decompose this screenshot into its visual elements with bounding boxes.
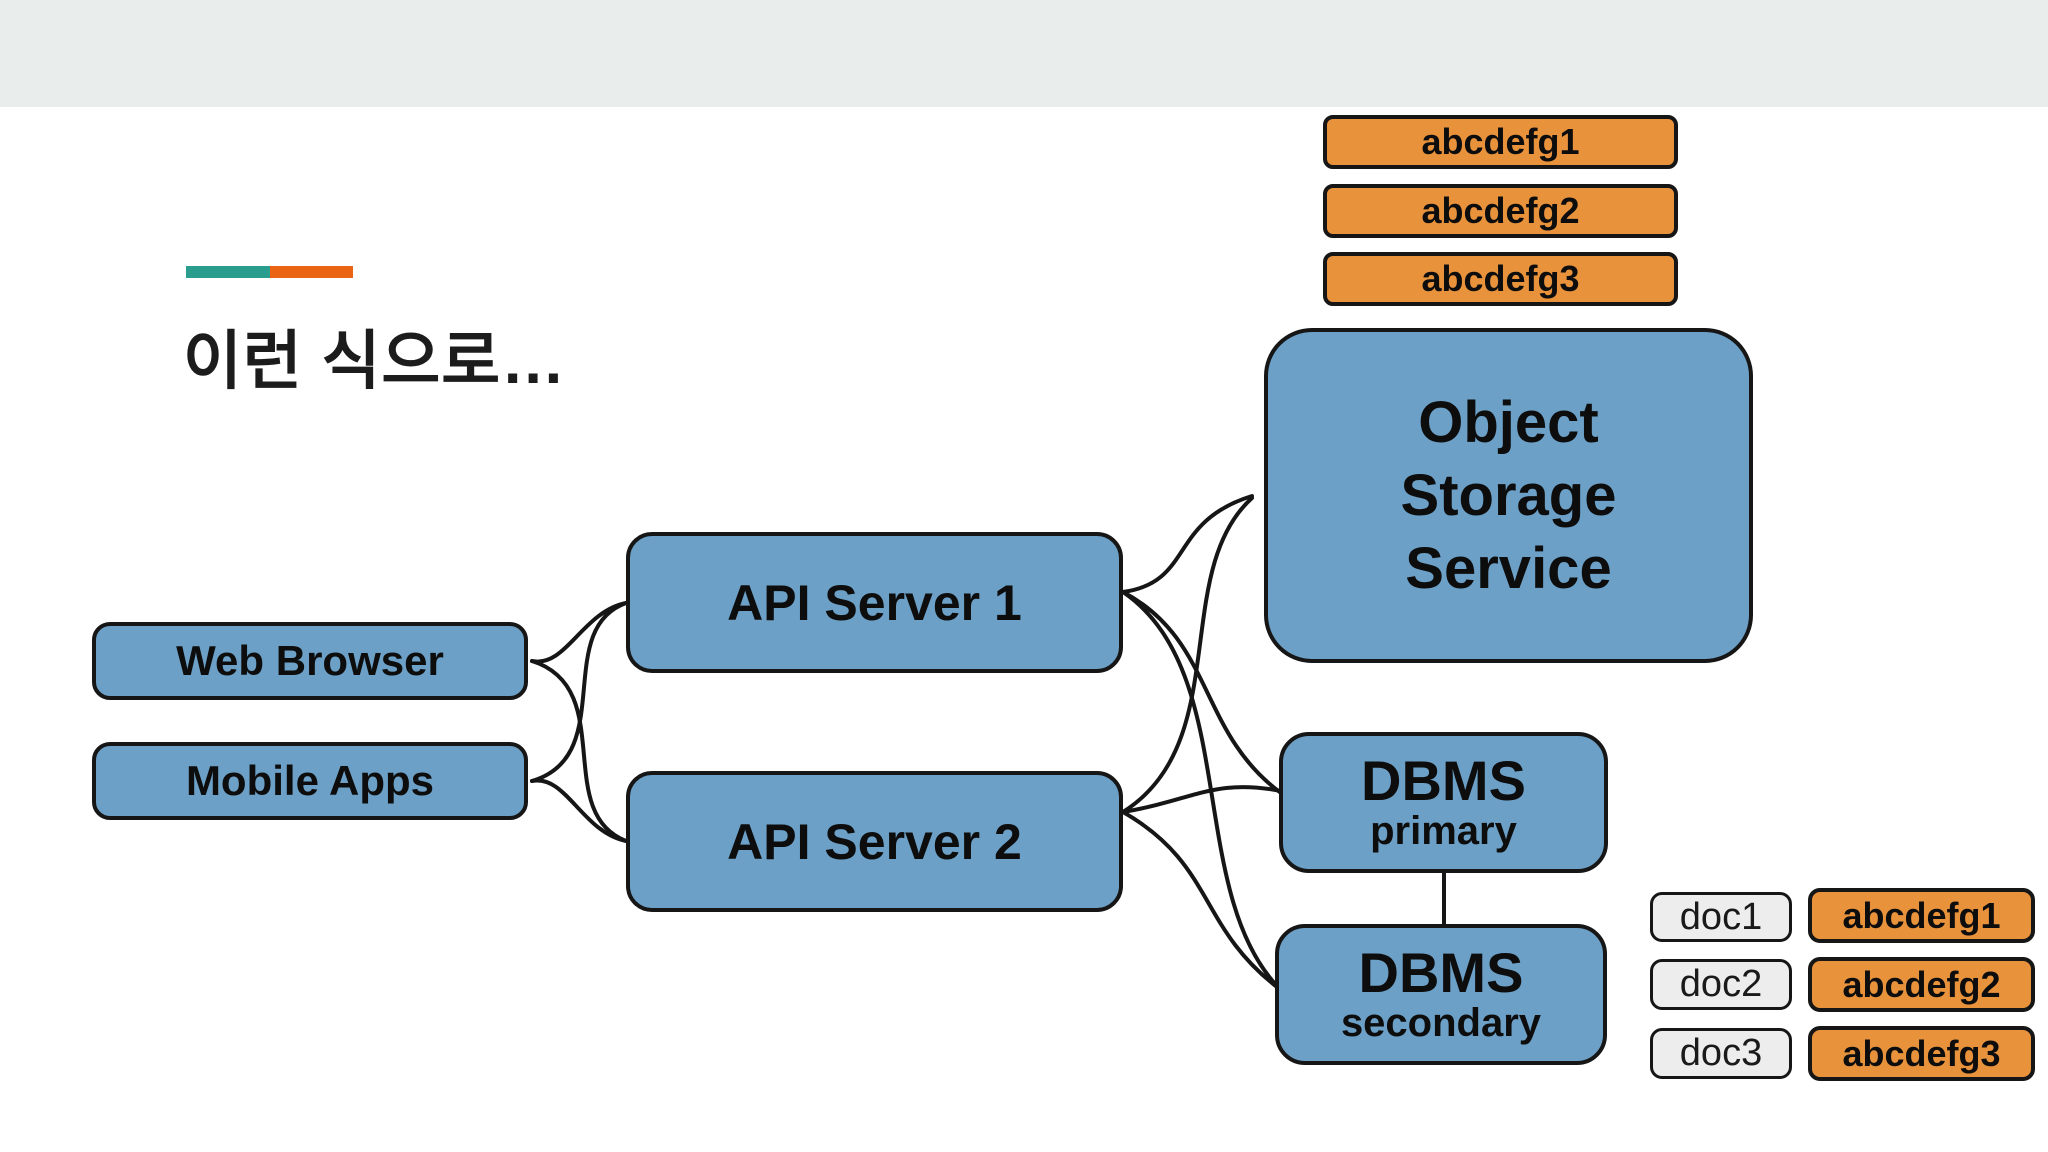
edge-api-server-2-dbms-primary: [1121, 785, 1283, 814]
title-accent-divider: [186, 266, 353, 278]
node-dbms-primary-subtitle: primary: [1370, 809, 1517, 854]
node-api-server-2: API Server 2: [626, 771, 1123, 912]
divider-orange-segment: [270, 266, 353, 278]
node-dbms-secondary-title: DBMS: [1358, 940, 1524, 1004]
doc-value-3-label: abcdefg3: [1842, 1032, 2001, 1074]
edge-web-browser-api-server-2: [530, 659, 628, 843]
node-dbms-primary-title: DBMS: [1361, 748, 1526, 812]
doc-chip-1-label: doc1: [1679, 895, 1763, 938]
node-dbms-primary: DBMS primary: [1279, 732, 1608, 873]
edge-mobile-apps-api-server-1: [530, 601, 628, 783]
object-tag-3-label: abcdefg3: [1421, 258, 1580, 299]
divider-teal-segment: [186, 266, 270, 278]
slide-title: 이런 식으로…: [183, 325, 567, 397]
edge-api-server-1-dbms-secondary: [1121, 590, 1279, 988]
object-tag-1-label: abcdefg1: [1421, 121, 1580, 162]
edge-api-server-2-dbms-secondary: [1121, 810, 1279, 989]
node-mobile-apps: Mobile Apps: [92, 742, 528, 820]
doc-chip-2: doc2: [1650, 959, 1792, 1010]
top-band: [0, 0, 2048, 107]
doc-value-2-label: abcdefg2: [1842, 963, 2001, 1005]
edge-api-server-1-dbms-primary: [1121, 590, 1283, 795]
object-tag-2: abcdefg2: [1323, 184, 1678, 238]
doc-value-1: abcdefg1: [1808, 888, 2035, 943]
edge-mobile-apps-api-server-2: [530, 778, 628, 843]
node-api-server-1-label: API Server 1: [727, 574, 1022, 631]
edge-api-server-1-object-storage: [1121, 494, 1254, 594]
doc-chip-3-label: doc3: [1679, 1032, 1763, 1074]
doc-chip-1: doc1: [1650, 892, 1792, 942]
doc-chip-3: doc3: [1650, 1028, 1792, 1079]
node-dbms-secondary-subtitle: secondary: [1340, 1001, 1542, 1046]
doc-chip-2-label: doc2: [1679, 963, 1763, 1005]
edge-web-browser-api-server-1: [530, 601, 628, 664]
node-web-browser-label: Web Browser: [176, 637, 444, 684]
doc-value-3: abcdefg3: [1808, 1026, 2035, 1081]
node-object-storage-service: Object Storage Service: [1264, 328, 1753, 663]
doc-value-1-label: abcdefg1: [1842, 894, 2001, 936]
node-object-storage-service-label: Object Storage Service: [1400, 389, 1617, 602]
edge-api-server-2-object-storage: [1121, 496, 1254, 814]
doc-value-2: abcdefg2: [1808, 957, 2035, 1012]
object-tag-2-label: abcdefg2: [1421, 190, 1580, 231]
node-api-server-1: API Server 1: [626, 532, 1123, 673]
object-tag-3: abcdefg3: [1323, 252, 1678, 306]
node-dbms-secondary: DBMS secondary: [1275, 924, 1607, 1065]
node-mobile-apps-label: Mobile Apps: [185, 757, 435, 804]
object-tag-1: abcdefg1: [1323, 115, 1678, 169]
node-api-server-2-label: API Server 2: [727, 813, 1022, 870]
node-web-browser: Web Browser: [92, 622, 528, 700]
